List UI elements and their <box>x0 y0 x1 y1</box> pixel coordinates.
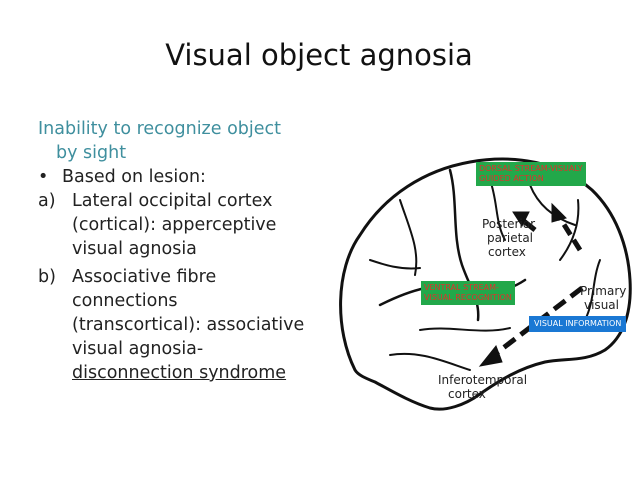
sulcus-2 <box>489 179 506 241</box>
sulcus-8 <box>584 259 601 321</box>
item-b-line-3: (transcortical): associative <box>72 315 305 335</box>
item-a-line-2: (cortical): apperceptive <box>72 215 277 235</box>
brain-outline <box>339 157 632 411</box>
sulcus-6 <box>389 352 471 371</box>
stream-arrows <box>478 202 584 367</box>
primary-label-1: Primary <box>580 284 626 298</box>
dorsal-box-line-1: DORSAL STREAM-VISUALY <box>479 164 583 173</box>
brain-diagram: Posterior parietal cortex Primary visual… <box>339 157 632 411</box>
list-item-b: b) Associative fibre connections (transc… <box>38 265 318 385</box>
lead-statement: Inability to recognize object by sight <box>38 117 318 165</box>
ventral-box-line-1: VENTRAL STREAM- <box>424 283 499 292</box>
list-marker-b: b) <box>38 267 56 287</box>
ventral-arrowhead <box>478 345 503 367</box>
inferotemporal-label-1: Inferotemporal <box>438 373 527 387</box>
sulcus-5 <box>419 327 511 332</box>
dorsal-arrowhead-2 <box>512 211 530 228</box>
item-b-line-2: connections <box>72 291 178 311</box>
dorsal-box-line-2: GUIDED ACTION <box>479 174 544 183</box>
posterior-label-3: cortex <box>488 245 526 259</box>
inferotemporal-label-2: cortex <box>448 387 486 401</box>
item-a-line-3: visual agnosia <box>72 239 197 259</box>
slide-body: Inability to recognize object by sight •… <box>38 117 318 385</box>
sulcus-3 <box>529 184 576 226</box>
list-marker-a: a) <box>38 191 56 211</box>
ventral-box-line-2: VISUAL RECOGNITION <box>424 293 512 302</box>
slide-title: Visual object agnosia <box>165 38 473 72</box>
sulcus-7 <box>559 199 580 261</box>
ventral-arrow <box>488 286 584 360</box>
lead-line-1: Inability to recognize object <box>38 119 281 139</box>
sulcus-4 <box>369 259 421 270</box>
sulcus-1 <box>399 199 418 276</box>
posterior-label-2: parietal <box>487 231 533 245</box>
posterior-label-1: Posterior <box>482 217 535 231</box>
bullet-text: Based on lesion: <box>62 167 206 187</box>
dorsal-arrowhead-1 <box>551 202 567 223</box>
item-b-line-4: visual agnosia- <box>72 339 204 359</box>
dorsal-stream-box: DORSAL STREAM-VISUALY GUIDED ACTION <box>476 162 586 186</box>
primary-label-2: visual <box>584 298 619 312</box>
item-b-line-1: Associative fibre <box>72 267 217 287</box>
ventral-stream-box: VENTRAL STREAM- VISUAL RECOGNITION <box>421 281 515 305</box>
list-item-a: a) Lateral occipital cortex (cortical): … <box>38 189 318 261</box>
bullet-mark: • <box>38 167 49 187</box>
item-a-line-1: Lateral occipital cortex <box>72 191 273 211</box>
item-b-line-5: disconnection syndrome <box>72 363 287 383</box>
dorsal-arrow-1 <box>555 213 583 252</box>
lead-line-2: by sight <box>56 143 127 163</box>
visual-information-box: VISUAL INFORMATION <box>529 316 627 332</box>
bullet-point: • Based on lesion: <box>38 165 318 189</box>
